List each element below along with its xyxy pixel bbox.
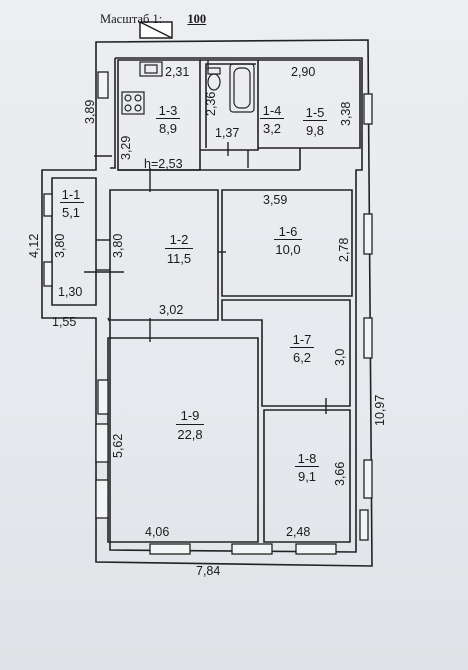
room-1-5-rule <box>303 120 327 121</box>
dim-5-62: 5,62 <box>111 433 125 458</box>
dim-3-66: 3,66 <box>333 461 347 486</box>
toilet-icon <box>207 67 221 91</box>
room-1-5-area: 9,8 <box>305 123 325 138</box>
dim-2-78: 2,78 <box>337 237 351 262</box>
window <box>363 459 373 499</box>
room-1-4-rule <box>260 118 284 119</box>
room-1-7-id: 1-7 <box>292 332 312 347</box>
dim-2-90: 2,90 <box>291 65 316 79</box>
windows <box>43 71 373 555</box>
outer-wall-inner <box>107 57 363 553</box>
dim-4-06: 4,06 <box>145 525 170 539</box>
sink-icon <box>139 61 163 77</box>
dim-10-97: 10,97 <box>373 394 387 426</box>
wall-room-1-8 <box>263 409 351 543</box>
dim-2-48: 2,48 <box>286 525 311 539</box>
dim-3-38: 3,38 <box>339 101 353 126</box>
wall-corridor <box>118 148 301 171</box>
dim-7-84: 7,84 <box>196 564 221 578</box>
room-1-1-id: 1-1 <box>61 187 81 202</box>
room-1-6-id: 1-6 <box>278 224 298 239</box>
bathtub-icon <box>229 63 255 113</box>
window <box>43 261 53 287</box>
wall-room-1-4 <box>200 59 259 151</box>
window <box>231 543 273 555</box>
window <box>95 423 109 463</box>
window <box>97 71 109 99</box>
dim-3-29: 3,29 <box>119 135 133 160</box>
window <box>95 479 109 519</box>
stove-icon <box>121 91 145 115</box>
outer-wall <box>41 39 373 567</box>
room-1-7-rule <box>290 347 314 348</box>
window <box>97 379 109 415</box>
room-1-7-area: 6,2 <box>292 350 312 365</box>
dim-1-55: 1,55 <box>52 315 77 329</box>
wall-room-1-5 <box>258 59 361 149</box>
window <box>295 543 337 555</box>
dim-2-36: 2,36 <box>204 91 218 116</box>
scale-value: 100 <box>187 12 207 26</box>
room-1-2-id: 1-2 <box>169 232 189 247</box>
room-1-3-rule <box>156 118 180 119</box>
window <box>363 317 373 359</box>
scale-title: Масштаб 1: 100 <box>100 13 206 26</box>
room-1-9-id: 1-9 <box>180 408 200 423</box>
doors <box>84 60 327 414</box>
window <box>363 213 373 255</box>
room-1-9-area: 22,8 <box>177 427 203 442</box>
room-1-8-id: 1-8 <box>297 451 317 466</box>
room-1-3-id: 1-3 <box>158 103 178 118</box>
dim-h-2-53: h=2,53 <box>144 157 183 171</box>
room-1-9-rule <box>176 424 204 425</box>
wall-room-1-6 <box>221 189 353 297</box>
room-1-3-area: 8,9 <box>158 121 178 136</box>
wall-room-1-2 <box>109 189 219 321</box>
room-1-1-area: 5,1 <box>61 205 81 220</box>
room-1-1-rule <box>60 202 84 203</box>
window <box>43 193 53 217</box>
room-1-5-id: 1-5 <box>305 105 325 120</box>
window <box>363 93 373 125</box>
room-1-6-area: 10,0 <box>275 242 301 257</box>
chimney-icon <box>139 21 173 39</box>
wall-room-1-7 <box>221 299 351 407</box>
wall-room-1-9 <box>107 337 259 543</box>
dim-3-59: 3,59 <box>263 193 288 207</box>
room-1-6-rule <box>274 239 302 240</box>
dim-1-37: 1,37 <box>215 126 240 140</box>
room-1-4-area: 3,2 <box>262 121 282 136</box>
dim-1-30: 1,30 <box>58 285 83 299</box>
room-1-4-id: 1-4 <box>262 103 282 118</box>
window <box>149 543 191 555</box>
dim-3-02: 3,02 <box>159 303 184 317</box>
dim-3-80-porch: 3,80 <box>53 233 67 258</box>
dim-3-89: 3,89 <box>83 99 97 124</box>
dim-2-31: 2,31 <box>165 65 190 79</box>
dim-4-12: 4,12 <box>27 233 41 258</box>
dim-3-0: 3,0 <box>333 348 347 366</box>
scale-prefix: Масштаб 1: <box>100 12 163 26</box>
dim-3-80-hall: 3,80 <box>111 233 125 258</box>
room-1-8-rule <box>295 466 319 467</box>
room-1-2-area: 11,5 <box>166 251 192 266</box>
room-1-2-rule <box>165 248 193 249</box>
window <box>359 509 369 541</box>
room-1-8-area: 9,1 <box>297 469 317 484</box>
